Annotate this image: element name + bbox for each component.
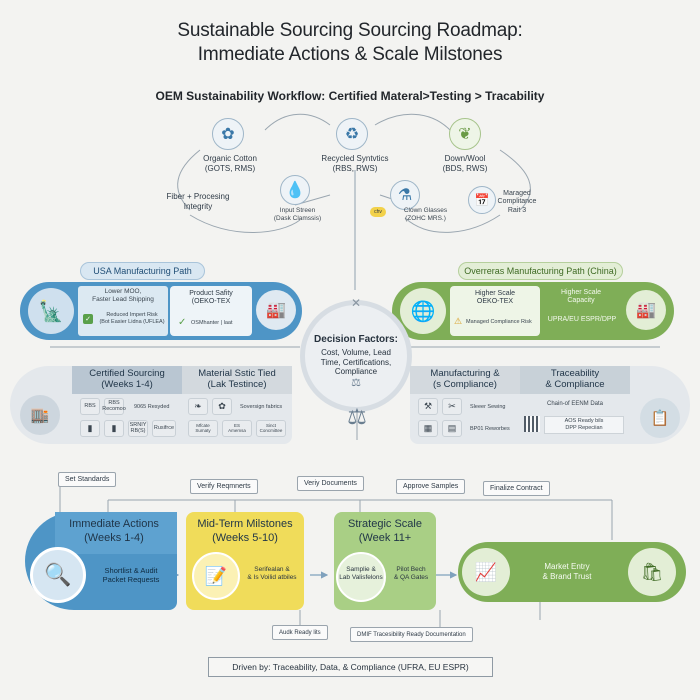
tile-bin-icon: ▮ bbox=[80, 420, 100, 437]
cotton-boll-icon: ✿ bbox=[212, 118, 244, 150]
usa-osm: OSMhanter | laat bbox=[191, 320, 233, 326]
tile-rbs-2: RBS Recomoo bbox=[102, 398, 126, 415]
input-stream-label: Input Streen (Dask Clamssis) bbox=[273, 207, 322, 222]
decision-title: Decision Factors: bbox=[314, 334, 398, 345]
cross-connector-icon: ✕ bbox=[350, 296, 362, 310]
tablet-leaf-icon: 📋 bbox=[640, 398, 680, 438]
strategic-circle bbox=[336, 552, 386, 602]
footer-driven-by: Driven by: Traceability, Data, & Complia… bbox=[208, 657, 493, 677]
certified-header-bg bbox=[72, 366, 182, 394]
material-header-bg bbox=[182, 366, 292, 394]
tile-srniy: SRNIY RB(S) bbox=[128, 420, 148, 437]
decision-body: Cost, Volume, Lead Time, Certifications,… bbox=[320, 348, 392, 377]
qr-code-icon bbox=[524, 416, 540, 432]
callout-verify-requirements: Verify Reqmnerts bbox=[190, 479, 258, 494]
usa-path-label: USA Manufacturing Path bbox=[80, 262, 205, 280]
checkmark-icon: ✓ bbox=[83, 314, 93, 324]
shopping-bag-icon: 🛍 bbox=[628, 548, 676, 596]
strategic-sub-1: Samplie & Lab Valisfelons bbox=[339, 566, 383, 582]
feather-icon: ❦ bbox=[449, 118, 481, 150]
traceability-header-bg bbox=[520, 366, 630, 394]
callout-dmif-traceability: DMIF Tracesibility Ready Documentation bbox=[350, 627, 473, 642]
title-line-1: Sustainable Sourcing Sourcing Roadmap: bbox=[177, 20, 523, 41]
mid-term-heading: Mid-Term Milstones (Weeks 5-10) bbox=[197, 518, 293, 544]
workflow-subtitle: OEM Sustainability Workflow: Certified M… bbox=[155, 89, 545, 103]
immediate-header-bg bbox=[55, 512, 177, 554]
mat-sinct: Sinct Concmittee bbox=[256, 420, 286, 437]
manufacturing-heading: Manufacturing & (s Compliance) bbox=[430, 368, 500, 390]
immediate-heading: Immediate Actions (Weeks 1-4) bbox=[69, 518, 159, 544]
chemical-badge: chv bbox=[370, 207, 386, 217]
usa-info-panel bbox=[78, 286, 168, 336]
manufacturing-header-bg bbox=[410, 366, 520, 394]
recycle-icon: ♻ bbox=[336, 118, 368, 150]
warehouse-icon: 🏬 bbox=[20, 395, 60, 435]
flask-icon: ⚗ bbox=[390, 180, 420, 210]
usa-lower-moq: Lower MOO, Faster Lead Shipping bbox=[92, 288, 154, 303]
recycled-synthetics-label: Recycled Syntvtics (RBS, RWS) bbox=[321, 154, 389, 173]
growth-chart-icon: 📈 bbox=[462, 548, 510, 596]
sleeer-sewing: Sleeer Sewing bbox=[470, 404, 506, 410]
usa-product-panel bbox=[170, 286, 252, 336]
sovereign-fabrics: Soversign fabrics bbox=[240, 404, 283, 410]
callout-audit-ready: Audk Ready lits bbox=[272, 625, 328, 640]
chain-of-data: Chain-of EENM Data bbox=[546, 401, 604, 407]
mat-mfcate: Mfcate Sumaty bbox=[188, 420, 218, 437]
traceability-heading: Traceability & Compliance bbox=[545, 368, 605, 390]
overseas-higher-scale: Higher Scale OEKO-TEX bbox=[474, 290, 516, 306]
water-drop-icon: 💧 bbox=[280, 175, 310, 205]
statue-of-liberty-icon: 🗽 bbox=[28, 288, 74, 334]
callout-set-standards: Set Standards bbox=[58, 472, 117, 487]
check-icon: ✓ bbox=[178, 317, 187, 328]
strategic-sub-2: Pilot Bech & QA Gates bbox=[393, 566, 429, 582]
sewing-tile-icon: ✂ bbox=[442, 398, 462, 415]
certified-heading: Certified Sourcing (Weeks 1-4) bbox=[89, 368, 165, 390]
callout-approve-samples: Approve Samples bbox=[396, 479, 466, 494]
clown-glasses-label: Clown Glasses (ZOHC MRS.) bbox=[403, 207, 448, 222]
usa-reduced-risk: Reduced Impert Risk (Bot Easier Lidna (U… bbox=[99, 312, 165, 325]
recycled-9065: 9065 Resyded bbox=[134, 404, 170, 410]
scales-icon-small: ⚖ bbox=[351, 377, 361, 389]
search-icon: 🔍 bbox=[30, 547, 86, 603]
overseas-upra: UPRA/EU ESPR/DPP bbox=[547, 316, 617, 323]
leaf-swatch-icon: ❧ bbox=[188, 398, 208, 415]
material-heading: Material Sstic Tied (Lak Testince) bbox=[198, 368, 276, 390]
factory-icon: 🏭 bbox=[256, 290, 296, 330]
mat-es: ES Amemsa bbox=[222, 420, 252, 437]
overseas-capacity: Higher Scale Capacity bbox=[560, 289, 602, 305]
callout-verify-documents: Veriy Documents bbox=[297, 476, 364, 491]
bp01-reworbes: BP01 Reworbes bbox=[470, 426, 510, 432]
strategic-heading: Strategic Scale (Week 11+ bbox=[348, 518, 422, 544]
aos-ready: AOS Ready bils DPP Repeciian bbox=[544, 416, 624, 434]
organic-cotton-label: Organic Cotton (GOTS, RMS) bbox=[203, 154, 257, 173]
decision-factors-circle bbox=[300, 300, 412, 412]
flower-swatch-icon: ✿ bbox=[212, 398, 232, 415]
immediate-sub: Shortlist & Audit Packet Requests bbox=[102, 566, 160, 585]
down-wool-label: Down/Wool (BDS, RWS) bbox=[442, 154, 488, 173]
title-line-2: Immediate Actions & Scale Milstones bbox=[197, 44, 503, 65]
overseas-managed-risk: Managed Compliance Risk bbox=[466, 319, 532, 325]
usa-product-safety: Product Safity (OEKO-TEX bbox=[189, 290, 233, 306]
box-tile-icon: ▤ bbox=[442, 420, 462, 437]
mid-term-sub: Serifealan & & Is Voilid atbiles bbox=[247, 566, 297, 582]
warning-icon: ⚠ bbox=[454, 316, 463, 326]
tile-jar-icon: ▮ bbox=[104, 420, 124, 437]
market-sub: Market Entry & Brand Trust bbox=[542, 562, 592, 581]
checklist-icon: 📝 bbox=[192, 552, 240, 600]
scales-icon: ⚖ bbox=[347, 404, 367, 429]
factory-icon-overseas: 🏭 bbox=[626, 290, 666, 330]
callout-finalize-contract: Finalize Contract bbox=[483, 481, 550, 496]
calendar-icon: 📅 bbox=[468, 186, 496, 214]
tile-rusifrce: Rusifrce bbox=[152, 420, 176, 437]
overseas-info-panel bbox=[450, 286, 540, 336]
overseas-path-label: Overreras Manufacturing Path (China) bbox=[458, 262, 623, 280]
managed-compliance-label: Maraged Complitance Rait 3 bbox=[497, 190, 537, 214]
globe-icon: 🌐 bbox=[400, 288, 446, 334]
factory-tile-icon: ⚒ bbox=[418, 398, 438, 415]
plant-tile-icon: ▦ bbox=[418, 420, 438, 437]
tile-rbs: RBS bbox=[80, 398, 100, 415]
fiber-processing-label: Fiber + Procesing Integrity bbox=[166, 192, 230, 211]
